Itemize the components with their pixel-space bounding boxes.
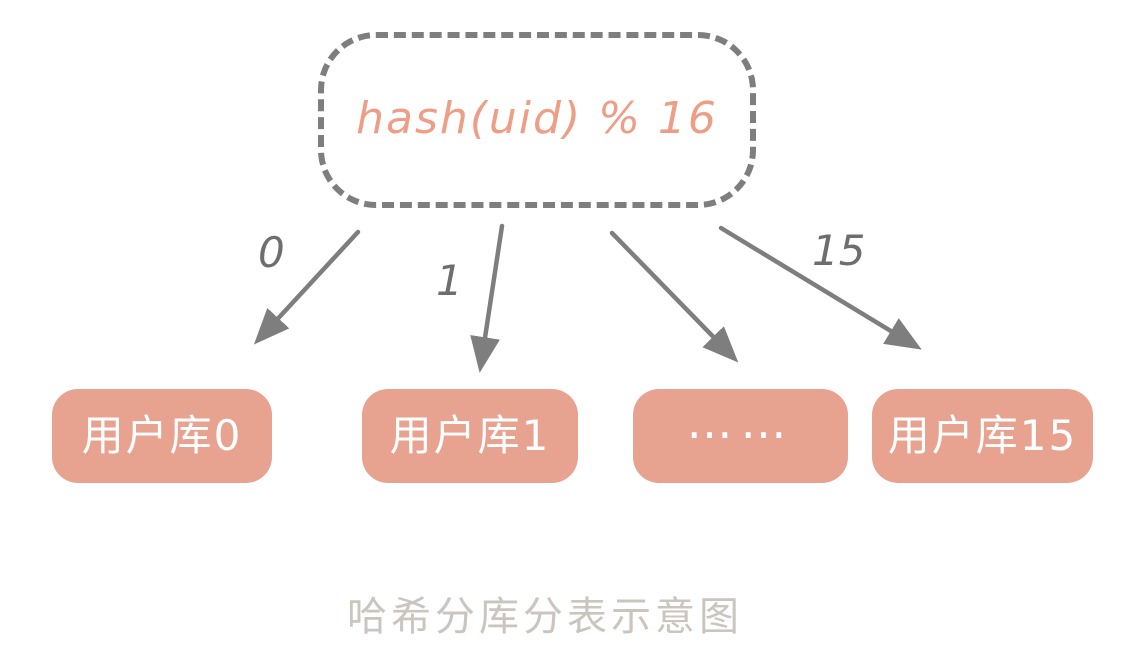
arrow-to-shard-2 [609,230,739,363]
arrow-label-15: 15 [812,226,866,275]
arrow-label-1: 1 [436,256,463,305]
shard-label-user-db-1: 用户库1 [389,411,551,460]
arrow-label-0: 0 [258,228,285,277]
shard-label-user-db-15: 用户库15 [887,411,1078,460]
shard-label-user-db-0: 用户库0 [81,411,243,460]
shard-label-ellipsis: …… [686,395,795,449]
arrow-to-shard-1 [470,223,505,373]
shard-box-user-db-1: 用户库1 [362,389,578,483]
diagram-caption: 哈希分库分表示意图 [347,594,743,640]
hash-function-label: hash(uid) % 16 [356,92,718,144]
hash-function-node: hash(uid) % 16 [318,32,756,208]
shard-box-user-db-0: 用户库0 [52,389,272,483]
shard-box-user-db-15: 用户库15 [872,389,1093,483]
shard-box-ellipsis: …… [633,389,848,483]
